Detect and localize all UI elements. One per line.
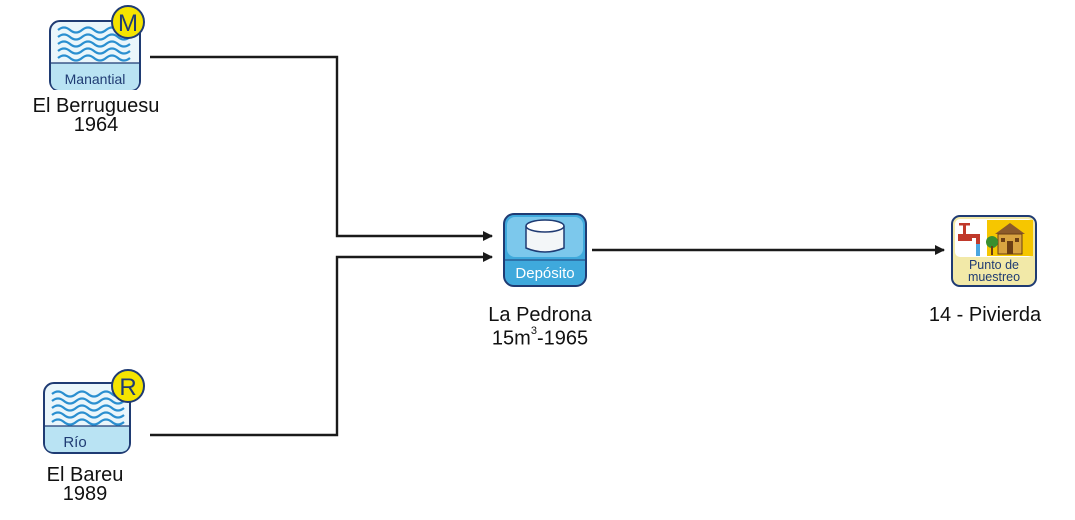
spring-label: El Berruguesu 1964 — [0, 95, 192, 136]
sample-point-label: 14 - Pivierda — [905, 304, 1065, 326]
spring-badge-letter: M — [118, 10, 138, 37]
spring-badge: M — [111, 5, 145, 39]
tank-capacity-year: -1965 — [536, 327, 589, 350]
sample-icon-caption-line1: Punto de — [969, 258, 1019, 272]
tap-and-house-icon — [958, 220, 1033, 256]
water-waves-icon — [51, 390, 125, 426]
water-waves-icon — [57, 26, 131, 62]
river-year: 1989 — [62, 483, 108, 505]
spring-icon-caption: Manantial — [65, 71, 126, 87]
tank-capacity: 15m3-1965 — [450, 325, 630, 349]
river-label: El Bareu 1989 — [20, 464, 150, 505]
sample-point-icon: Punto de muestreo — [951, 215, 1037, 287]
tank-name: La Pedrona — [488, 304, 592, 326]
tank-capacity-exponent: 3 — [530, 325, 537, 337]
river-to-tank-connector — [150, 252, 493, 437]
river-badge: R — [111, 369, 145, 403]
spring-icon: M Manantial — [49, 5, 145, 92]
river-icon-caption: Río — [63, 434, 86, 451]
sample-icon-caption-line2: muestreo — [968, 270, 1020, 284]
tank-label: La Pedrona 15m3-1965 — [450, 304, 630, 349]
sample-point-node[interactable]: Punto de muestreo — [950, 214, 1040, 289]
spring-node[interactable]: M Manantial — [46, 5, 152, 92]
sample-point-name: 14 - Pivierda — [928, 304, 1042, 326]
tank-capacity-value: 15m — [491, 327, 531, 350]
tank-node[interactable]: Depósito — [500, 210, 592, 290]
river-name: El Bareu — [46, 464, 124, 486]
spring-name: El Berruguesu — [32, 95, 160, 117]
tank-cylinder-icon — [525, 219, 565, 253]
river-icon: R Río — [43, 369, 145, 454]
tank-icon-caption: Depósito — [515, 265, 574, 282]
river-badge-letter: R — [119, 374, 136, 401]
river-node[interactable]: R Río — [40, 369, 150, 455]
spring-year: 1964 — [73, 114, 119, 136]
spring-to-tank-connector — [150, 55, 493, 241]
tank-icon: Depósito — [503, 213, 587, 287]
